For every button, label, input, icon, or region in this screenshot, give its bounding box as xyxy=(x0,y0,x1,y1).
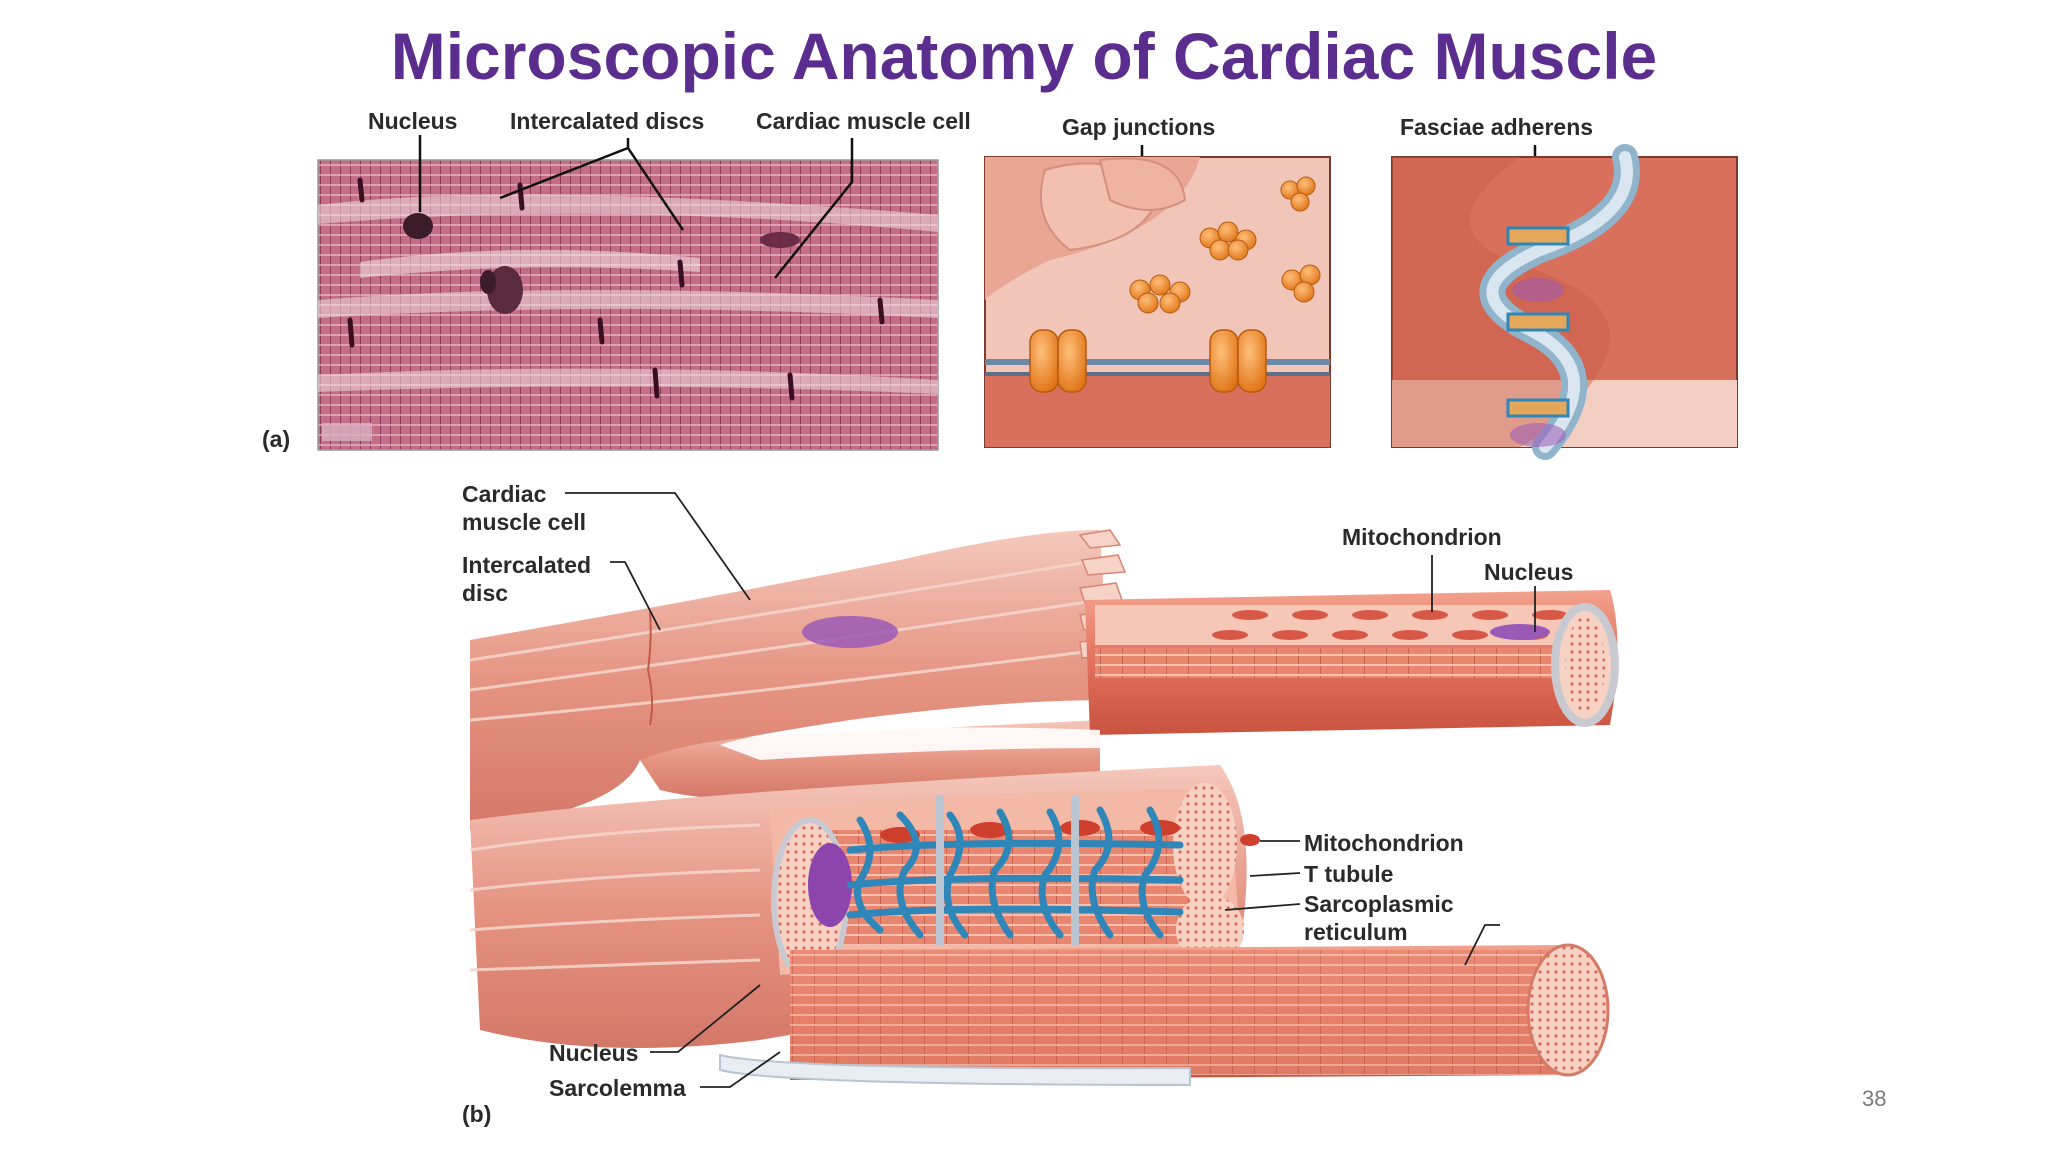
cutaway-nucleus xyxy=(808,843,852,927)
gap-junction-panel xyxy=(984,156,1331,448)
reticulum-network xyxy=(846,806,1184,939)
cell-nucleus xyxy=(802,616,898,648)
adherens-junction-plaques xyxy=(1506,226,1570,447)
label-nucleus-top: Nucleus xyxy=(1484,559,1574,585)
t-tubules xyxy=(936,795,1079,945)
nucleus-stain xyxy=(403,213,433,239)
label-intercalated-discs: Intercalated discs xyxy=(510,108,705,134)
label-intercalated-disc: Intercalated disc xyxy=(462,552,592,606)
label-mitochondrion-top: Mitochondrion xyxy=(1342,524,1502,550)
fasciae-adherens-panel xyxy=(1391,144,1738,460)
label-fasciae-adherens: Fasciae adherens xyxy=(1400,114,1594,140)
label-cardiac-muscle-cell-b: Cardiac muscle cell xyxy=(462,481,587,535)
panel-letter-a: (a) xyxy=(262,426,291,452)
label-nucleus-bottom: Nucleus xyxy=(549,1040,639,1066)
label-gap-junctions: Gap junctions xyxy=(1062,114,1216,140)
label-sarcoplasmic-reticulum: Sarcoplasmic reticulum xyxy=(1304,891,1454,945)
micrograph-panel xyxy=(317,159,939,451)
slide-title: Microscopic Anatomy of Cardiac Muscle xyxy=(390,19,1658,93)
cardiac-cell-3d-illustration xyxy=(469,529,1619,1087)
panel-b-leader-lines xyxy=(565,492,1536,1088)
label-t-tubule: T tubule xyxy=(1304,861,1394,887)
label-cardiac-muscle-cell-a: Cardiac muscle cell xyxy=(756,108,971,134)
label-mitochondrion: Mitochondrion xyxy=(1304,830,1464,856)
label-sarcolemma: Sarcolemma xyxy=(549,1075,686,1101)
page-number: 38 xyxy=(1862,1086,1887,1111)
panel-letter-b: (b) xyxy=(462,1101,492,1127)
label-nucleus-a: Nucleus xyxy=(368,108,458,134)
